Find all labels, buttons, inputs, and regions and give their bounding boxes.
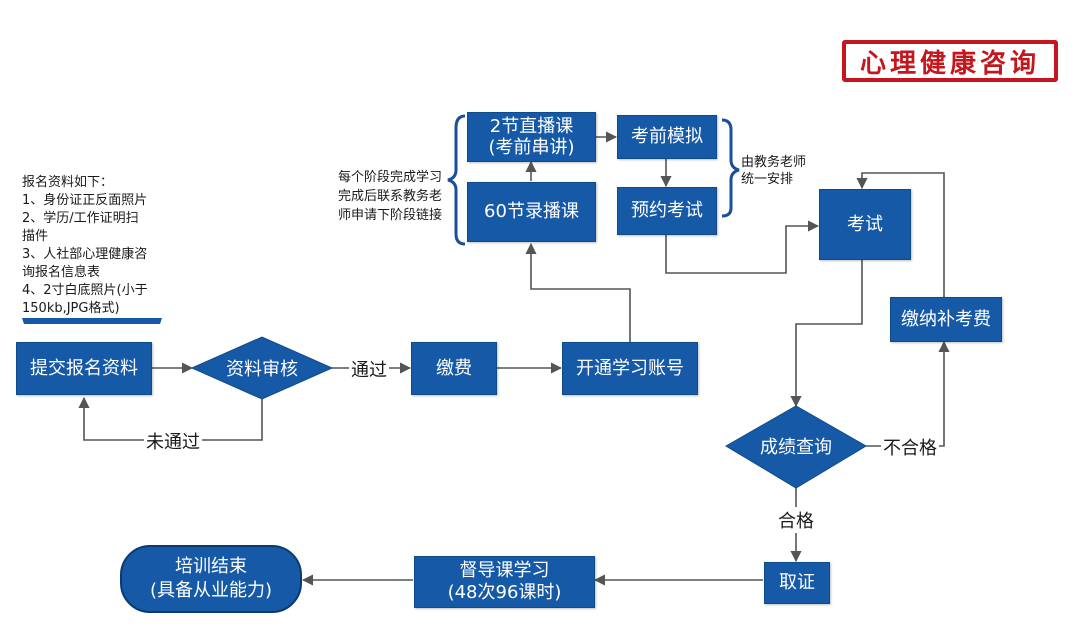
open-account-label: 开通学习账号: [576, 357, 684, 379]
edge-result-fail: [866, 340, 950, 447]
requirements-line: 4、2寸白底照片(小于: [22, 283, 148, 298]
edge-reserve-exam: [665, 220, 820, 274]
edge-label-pass: 通过: [349, 356, 389, 382]
brand-logo: 心理健康咨询: [842, 40, 1058, 82]
review-label: 资料审核: [226, 359, 298, 380]
training-end-title: 培训结束: [175, 556, 247, 577]
requirements-line: 3、人社部心理健康咨: [22, 247, 148, 262]
teacher-bracket: [721, 118, 740, 218]
exam-node: 考试: [819, 189, 911, 260]
training-end-node: 培训结束 (具备从业能力): [120, 545, 302, 613]
result-diamond: [725, 405, 867, 489]
reserve-exam-label: 预约考试: [631, 200, 703, 221]
live-course-subtitle: (考前串讲): [488, 137, 575, 158]
stage-note: 每个阶段完成学习 完成后联系教务老 师申请下阶段链接: [322, 168, 442, 225]
reserve-exam-node: 预约考试: [617, 187, 717, 235]
mock-exam-node: 考前模拟: [617, 115, 717, 159]
edge-label-qualified: 合格: [776, 507, 816, 533]
supervision-node: 督导课学习 (48次96课时): [414, 556, 595, 608]
requirements-line: 150kb,JPG格式): [22, 301, 120, 316]
retake-fee-node: 缴纳补考费: [890, 297, 1002, 342]
supervision-title: 督导课学习: [459, 560, 550, 581]
recorded-course-label: 60节录播课: [484, 201, 579, 222]
requirements-line: 报名资料如下：: [22, 175, 114, 190]
retake-fee-label: 缴纳补考费: [901, 308, 991, 330]
mock-exam-label: 考前模拟: [631, 126, 703, 147]
certificate-node: 取证: [764, 562, 830, 604]
live-course-title: 2节直播课: [489, 116, 574, 137]
requirements-line: 描件: [22, 229, 49, 244]
open-account-node: 开通学习账号: [562, 342, 698, 395]
submit-materials-label: 提交报名资料: [30, 357, 138, 379]
edge-open-recorded: [525, 242, 631, 342]
training-end-subtitle: (具备从业能力): [149, 580, 273, 601]
result-label: 成绩查询: [760, 437, 832, 458]
requirements-line: 1、身份证正反面照片: [22, 193, 148, 208]
payment-node: 缴费: [411, 342, 497, 395]
teacher-note-line: 由教务老师: [741, 155, 807, 170]
teacher-note-line: 统一安排: [741, 172, 794, 187]
teacher-note: 由教务老师 统一安排: [741, 154, 806, 188]
edge-label-not-pass: 未通过: [144, 428, 202, 454]
payment-label: 缴费: [436, 357, 472, 379]
requirements-ribbon: [22, 318, 162, 324]
requirements-list: 报名资料如下： 1、身份证正反面照片 2、学历/工作证明扫 描件 3、人社部心理…: [22, 174, 148, 318]
edge-label-fail: 不合格: [881, 434, 939, 460]
stage-note-line: 每个阶段完成学习: [337, 170, 442, 185]
certificate-label: 取证: [779, 572, 815, 593]
requirements-line: 询报名信息表: [22, 265, 101, 280]
live-course-node: 2节直播课 (考前串讲): [467, 112, 596, 162]
submit-materials-node: 提交报名资料: [16, 342, 152, 395]
supervision-subtitle: (48次96课时): [447, 582, 562, 603]
stage-note-line: 完成后联系教务老: [337, 189, 442, 204]
exam-label: 考试: [847, 213, 883, 235]
edge-retake-exam: [856, 172, 945, 297]
review-diamond: [190, 336, 334, 400]
stage-note-line: 师申请下阶段链接: [337, 208, 442, 223]
edge-exam-result: [790, 260, 863, 408]
requirements-line: 2、学历/工作证明扫: [22, 211, 139, 226]
stage-bracket: [447, 114, 466, 246]
recorded-course-node: 60节录播课: [467, 182, 596, 242]
